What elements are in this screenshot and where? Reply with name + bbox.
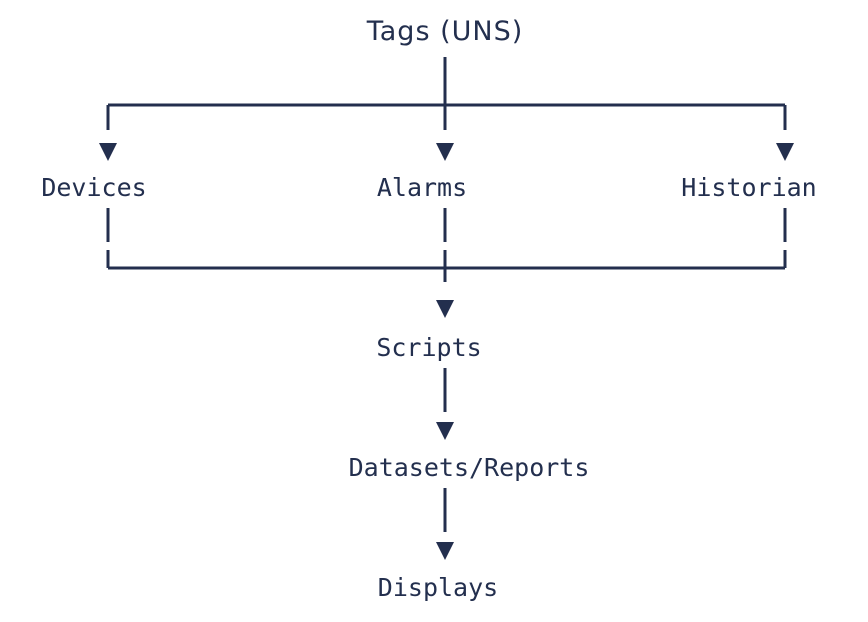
arrowhead-displays bbox=[436, 542, 454, 560]
node-datasets-reports[interactable]: Datasets/Reports bbox=[348, 453, 590, 482]
arrowhead-historian bbox=[776, 143, 794, 161]
node-tags-uns[interactable]: Tags (UNS) bbox=[366, 16, 524, 47]
node-historian[interactable]: Historian bbox=[681, 173, 817, 202]
node-devices[interactable]: Devices bbox=[41, 173, 147, 202]
arrowhead-devices bbox=[99, 143, 117, 161]
arrowhead-alarms bbox=[436, 143, 454, 161]
node-displays[interactable]: Displays bbox=[377, 573, 499, 602]
node-alarms[interactable]: Alarms bbox=[376, 173, 468, 202]
node-scripts[interactable]: Scripts bbox=[376, 333, 482, 362]
arrowhead-datasets bbox=[436, 422, 454, 440]
arrowhead-scripts bbox=[436, 300, 454, 318]
